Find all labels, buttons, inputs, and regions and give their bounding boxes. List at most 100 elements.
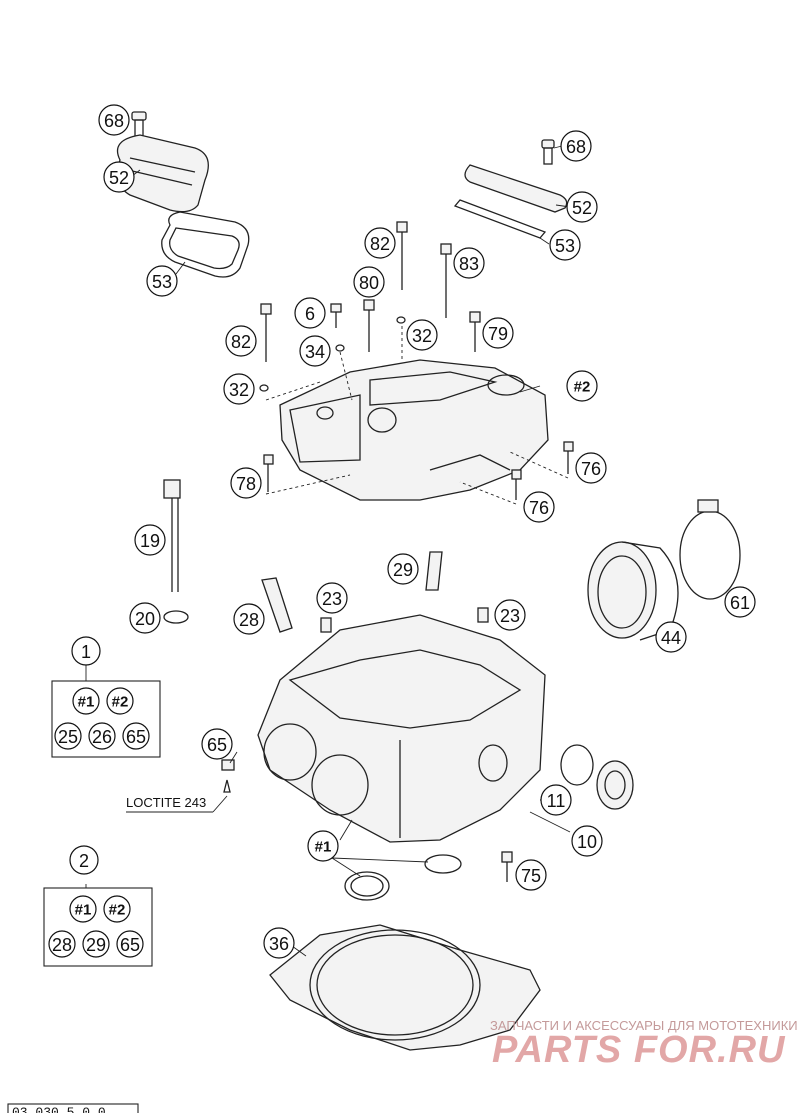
svg-text:76: 76 — [581, 459, 601, 479]
camshaft-carrier — [279, 359, 549, 501]
callout-34: 34 — [299, 335, 331, 367]
callout-61: 61 — [724, 586, 756, 618]
svg-text:65: 65 — [120, 935, 140, 955]
callout-29: 29 — [387, 553, 419, 585]
loctite-label: LOCTITE 243 — [126, 795, 206, 810]
callout-19: 19 — [134, 524, 166, 556]
callout-53-left: 53 — [146, 265, 178, 297]
kit2-item-4: 29 — [82, 930, 110, 958]
svg-text:23: 23 — [500, 606, 520, 626]
callout-79: 79 — [482, 317, 514, 349]
svg-text:#2: #2 — [109, 902, 126, 919]
callout-44: 44 — [655, 621, 687, 653]
gasket-53-left — [161, 211, 250, 278]
watermark-tagline: ЗАПЧАСТИ И АКСЕССУАРЫ ДЛЯ МОТОТЕХНИКИ — [490, 1018, 798, 1033]
svg-text:53: 53 — [555, 236, 575, 256]
svg-text:#1: #1 — [315, 839, 332, 856]
callout-76-lower: 76 — [523, 491, 555, 523]
drawing-code-box — [7, 1103, 139, 1113]
callout-23-right: 23 — [494, 599, 526, 631]
callout-6: 6 — [294, 297, 326, 329]
svg-text:68: 68 — [566, 137, 586, 157]
svg-text:80: 80 — [359, 273, 379, 293]
callout-kit-1: 1 — [71, 636, 101, 666]
svg-text:52: 52 — [572, 198, 592, 218]
head-gasket-36 — [269, 924, 541, 1051]
svg-text:68: 68 — [104, 111, 124, 131]
svg-text:29: 29 — [86, 935, 106, 955]
svg-text:44: 44 — [661, 628, 681, 648]
callout-80: 80 — [353, 266, 385, 298]
screw-68-right — [541, 139, 555, 165]
svg-text:23: 23 — [322, 589, 342, 609]
callout-20: 20 — [129, 602, 161, 634]
callout-75: 75 — [515, 859, 547, 891]
callout-11: 11 — [540, 784, 572, 816]
callout-52-left: 52 — [103, 161, 135, 193]
svg-text:32: 32 — [412, 326, 432, 346]
callout-83: 83 — [453, 247, 485, 279]
kit2-item-2: #2 — [103, 895, 131, 923]
svg-text:79: 79 — [488, 324, 508, 344]
svg-text:34: 34 — [305, 342, 325, 362]
kit1-item-5: 65 — [122, 722, 150, 750]
callout-68-right: 68 — [560, 130, 592, 162]
callout-32-left: 32 — [223, 373, 255, 405]
svg-text:75: 75 — [521, 866, 541, 886]
kit1-item-1: #1 — [72, 687, 100, 715]
callout-ref-1: #1 — [307, 830, 339, 862]
svg-text:1: 1 — [81, 642, 91, 662]
svg-text:25: 25 — [58, 727, 78, 747]
svg-text:65: 65 — [126, 727, 146, 747]
cylinder-head — [257, 614, 546, 843]
valve-cover-52-left — [116, 134, 209, 213]
callout-kit-2: 2 — [69, 845, 99, 875]
svg-text:2: 2 — [79, 851, 89, 871]
svg-text:78: 78 — [236, 474, 256, 494]
svg-text:28: 28 — [239, 610, 259, 630]
callout-68-left: 68 — [98, 104, 130, 136]
svg-text:53: 53 — [152, 272, 172, 292]
svg-text:29: 29 — [393, 560, 413, 580]
screw-68-left — [131, 111, 147, 139]
callout-10: 10 — [571, 825, 603, 857]
watermark-logo: PARTS FOR.RU — [492, 1029, 786, 1071]
callout-23-left: 23 — [316, 582, 348, 614]
carrier-bolts — [263, 441, 574, 500]
svg-text:10: 10 — [577, 832, 597, 852]
valve-guides — [261, 551, 489, 633]
svg-text:83: 83 — [459, 254, 479, 274]
intake-seal-11 — [560, 744, 594, 786]
svg-text:76: 76 — [529, 498, 549, 518]
svg-text:52: 52 — [109, 168, 129, 188]
callout-28: 28 — [233, 603, 265, 635]
clamp-61 — [679, 499, 741, 600]
svg-text:82: 82 — [231, 332, 251, 352]
drawing-code: 03.030.5.0.0 — [12, 1105, 106, 1113]
svg-text:82: 82 — [370, 234, 390, 254]
valve-cover-52-right — [464, 164, 568, 213]
kit1-item-4: 26 — [88, 722, 116, 750]
gasket-53-right — [453, 199, 547, 239]
kit1-item-2: #2 — [106, 687, 134, 715]
callout-78: 78 — [230, 467, 262, 499]
callout-32-upper: 32 — [406, 319, 438, 351]
callout-76-right: 76 — [575, 452, 607, 484]
svg-text:20: 20 — [135, 609, 155, 629]
intake-flange-10 — [596, 760, 634, 810]
exhaust-seals — [344, 854, 462, 901]
svg-text:#1: #1 — [75, 902, 92, 919]
bolt-75 — [501, 851, 513, 882]
head-bolt-19 — [163, 479, 189, 624]
svg-text:28: 28 — [52, 935, 72, 955]
svg-text:19: 19 — [140, 531, 160, 551]
kit-box-1 — [51, 680, 161, 758]
callout-65: 65 — [201, 728, 233, 760]
callout-82-left: 82 — [225, 325, 257, 357]
svg-text:32: 32 — [229, 380, 249, 400]
kit2-item-3: 28 — [48, 930, 76, 958]
kit2-item-5: 65 — [116, 930, 144, 958]
kit2-item-1: #1 — [69, 895, 97, 923]
svg-text:65: 65 — [207, 735, 227, 755]
